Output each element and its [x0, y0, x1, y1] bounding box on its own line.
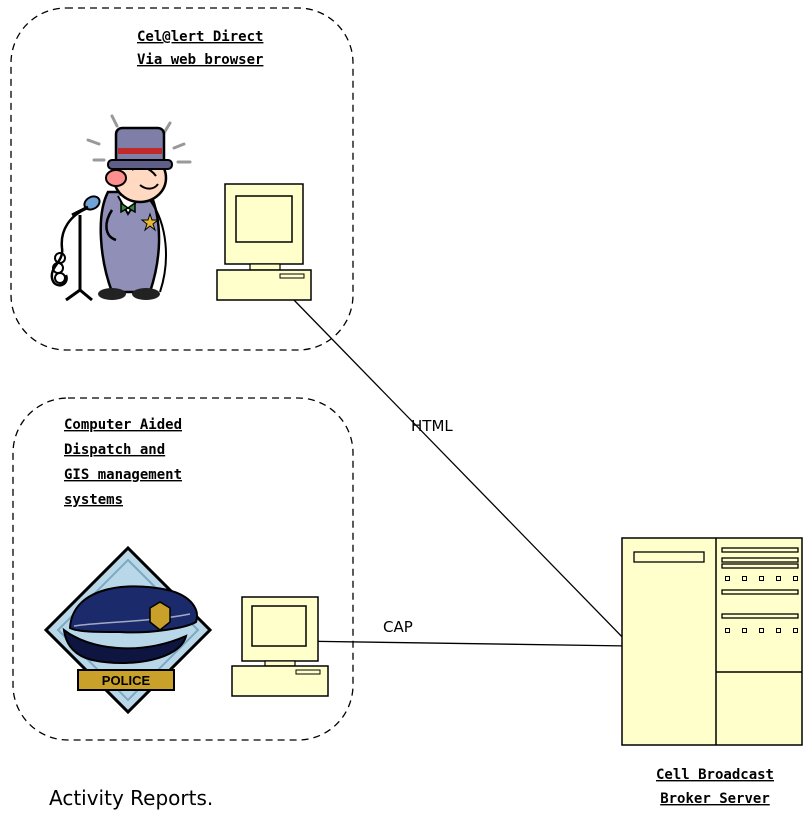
- cad-group-box: [12, 397, 354, 741]
- announcer-clipart-icon: [50, 114, 192, 302]
- server-label-line-1: Cell Broadcast: [656, 767, 774, 783]
- html-connection-line: [291, 297, 631, 646]
- celert-label-line-2: Via web browser: [137, 52, 263, 68]
- cad-label-line-3: GIS management: [64, 467, 182, 483]
- cad-label-line-4: systems: [64, 492, 123, 508]
- html-connection-label: HTML: [411, 417, 453, 435]
- police-hat-icon: POLICE: [43, 545, 213, 715]
- server-label-line-2: Broker Server: [660, 791, 770, 807]
- cap-connection-line: [292, 640, 631, 647]
- cap-connection-label: CAP: [383, 618, 413, 636]
- celert-label-line-1: Cel@lert Direct: [137, 29, 263, 45]
- computer-icon: [216, 183, 312, 301]
- cad-label-line-2: Dispatch and: [64, 442, 165, 458]
- server-cabinet-icon: [621, 537, 803, 746]
- police-badge-text: POLICE: [102, 673, 151, 688]
- computer-icon: [231, 596, 329, 697]
- celert-group-box: [10, 7, 354, 351]
- cad-label-line-1: Computer Aided: [64, 417, 182, 433]
- activity-reports-label: Activity Reports.: [49, 786, 213, 810]
